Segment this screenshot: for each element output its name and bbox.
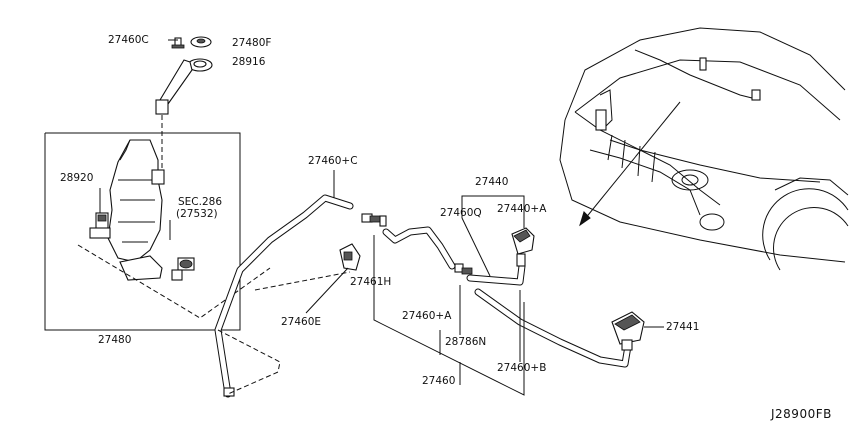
label-27460-plus-a: 27460+A xyxy=(402,310,452,322)
label-27461h: 27461H xyxy=(350,276,392,288)
reservoir-box xyxy=(44,132,241,331)
filler-neck-assembly xyxy=(155,36,213,115)
connector-27461h xyxy=(361,213,387,227)
label-sec286: SEC.286 xyxy=(178,196,223,208)
label-27460: 27460 xyxy=(422,375,456,387)
connector-28786n xyxy=(454,263,473,275)
leader-27460e xyxy=(305,267,349,314)
vehicle-illustration xyxy=(559,27,849,271)
label-28920: 28920 xyxy=(60,172,94,184)
label-27460c: 27460C xyxy=(108,34,149,46)
hose-27460-plus-a xyxy=(382,226,456,270)
label-28786n: 28786N xyxy=(445,336,487,348)
figure-id: J28900FB xyxy=(771,407,832,421)
label-27460e: 27460E xyxy=(281,316,322,328)
label-27441: 27441 xyxy=(666,321,700,333)
label-27460q: 27460Q xyxy=(440,207,482,219)
leader-27460-bracket xyxy=(373,235,525,396)
tank-guide-dash xyxy=(77,244,271,319)
hose-27460-plus-c xyxy=(214,194,354,398)
clip-27460e xyxy=(339,243,361,271)
hose-27460q xyxy=(466,262,526,286)
label-28916: 28916 xyxy=(232,56,266,68)
label-27440: 27440 xyxy=(475,176,509,188)
label-27460-plus-b: 27460+B xyxy=(497,362,547,374)
label-sec27532: (27532) xyxy=(176,208,218,220)
direction-arrow xyxy=(579,101,681,227)
label-27440-plus-a: 27440+A xyxy=(497,203,547,215)
hose-guide-dash xyxy=(217,329,281,395)
washer-tank xyxy=(89,139,195,281)
hose-27460-plus-b xyxy=(474,288,632,368)
leader-27440-group xyxy=(461,195,525,228)
label-27480: 27480 xyxy=(98,334,132,346)
nozzle-27441 xyxy=(611,311,645,351)
leader-27460q xyxy=(461,217,491,277)
label-27460-plus-c: 27460+C xyxy=(308,155,358,167)
label-27480f: 27480F xyxy=(232,37,272,49)
nozzle-27440-plus-a xyxy=(511,227,535,267)
clip-guide-dash xyxy=(254,271,351,291)
